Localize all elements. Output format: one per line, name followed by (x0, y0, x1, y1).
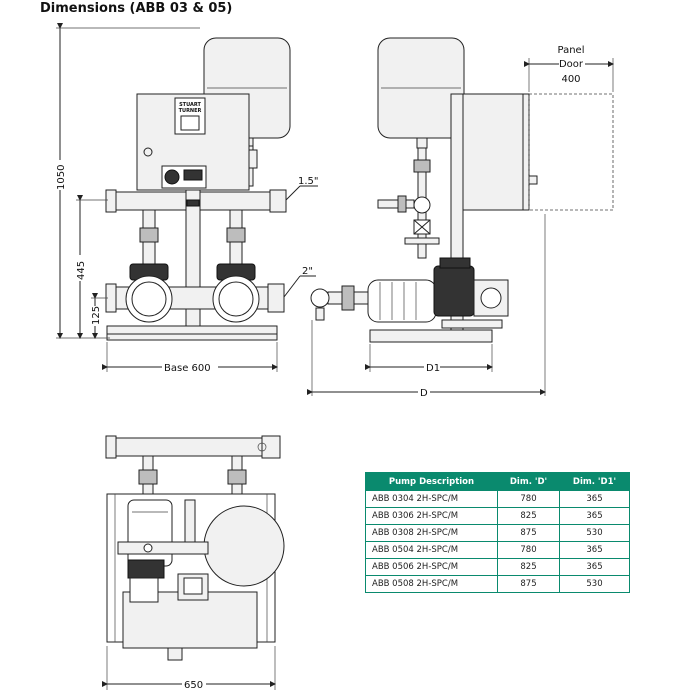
height-dimensions (52, 23, 200, 339)
top-pump-1 (127, 499, 173, 567)
top-manifold (111, 437, 281, 457)
dimension-table: Pump Description Dim. 'D' Dim. 'D1' ABB … (365, 472, 630, 593)
cell-pump: ABB 0508 2H-SPC/M (365, 575, 498, 593)
cell-d1: 365 (559, 490, 630, 508)
page-title: Dimensions (ABB 03 & 05) (40, 1, 233, 16)
cell-d1: 365 (559, 558, 630, 576)
panel-label-value: 400 (561, 74, 580, 85)
dim-height-445: 445 (76, 261, 87, 280)
panel-label-2: Door (559, 59, 584, 70)
side-pump-motor (367, 279, 437, 323)
panel-brand-line1: STUART (179, 102, 201, 108)
side-baseplate (369, 329, 493, 343)
panel-brand-line2: TURNER (179, 108, 202, 114)
table-row: ABB 0306 2H-SPC/M 825 365 (365, 507, 630, 525)
table-header-row: Pump Description Dim. 'D' Dim. 'D1' (365, 472, 630, 491)
header-dim-d: Dim. 'D' (496, 472, 561, 491)
cell-pump: ABB 0308 2H-SPC/M (365, 524, 498, 542)
cell-d1: 365 (559, 507, 630, 525)
table-row: ABB 0504 2H-SPC/M 780 365 (365, 541, 630, 559)
dim-d1: D1 (426, 363, 440, 374)
table-row: ABB 0304 2H-SPC/M 780 365 (365, 490, 630, 508)
table-row: ABB 0508 2H-SPC/M 875 530 (365, 575, 630, 593)
table-row: ABB 0506 2H-SPC/M 825 365 (365, 558, 630, 576)
cell-pump: ABB 0306 2H-SPC/M (365, 507, 498, 525)
side-view: Panel Door 400 D1 (307, 37, 614, 399)
cell-pump: ABB 0304 2H-SPC/M (365, 490, 498, 508)
dim-base-600: Base 600 (164, 363, 211, 374)
panel-door-swing (528, 93, 614, 211)
cell-d: 780 (496, 541, 561, 559)
cell-d: 825 (496, 558, 561, 576)
front-view: STUART TURNER (52, 23, 319, 374)
cell-d1: 530 (559, 524, 630, 542)
cell-d: 875 (496, 575, 561, 593)
cell-d: 780 (496, 490, 561, 508)
side-control-panel (462, 93, 524, 211)
table-row: ABB 0308 2H-SPC/M 875 530 (365, 524, 630, 542)
pump-1-volute (125, 275, 173, 323)
dim-d: D (420, 388, 428, 399)
top-view: 650 (102, 435, 285, 691)
dim-upper-pipe: 1.5" (298, 176, 319, 187)
panel-label-1: Panel (558, 45, 585, 56)
header-pump-description: Pump Description (365, 472, 498, 491)
pump-2-volute (212, 275, 260, 323)
cell-d1: 365 (559, 541, 630, 559)
dim-width-650: 650 (184, 680, 203, 691)
dim-height-125: 125 (91, 306, 102, 325)
dim-lower-pipe: 2" (302, 266, 313, 277)
cell-pump: ABB 0506 2H-SPC/M (365, 558, 498, 576)
cell-d: 825 (496, 507, 561, 525)
header-dim-d1: Dim. 'D1' (559, 472, 630, 491)
front-baseplate (106, 325, 278, 335)
top-vessel (203, 505, 285, 587)
cell-d1: 530 (559, 575, 630, 593)
dim-height-1050: 1050 (56, 165, 67, 190)
cell-pump: ABB 0504 2H-SPC/M (365, 541, 498, 559)
cell-d: 875 (496, 524, 561, 542)
